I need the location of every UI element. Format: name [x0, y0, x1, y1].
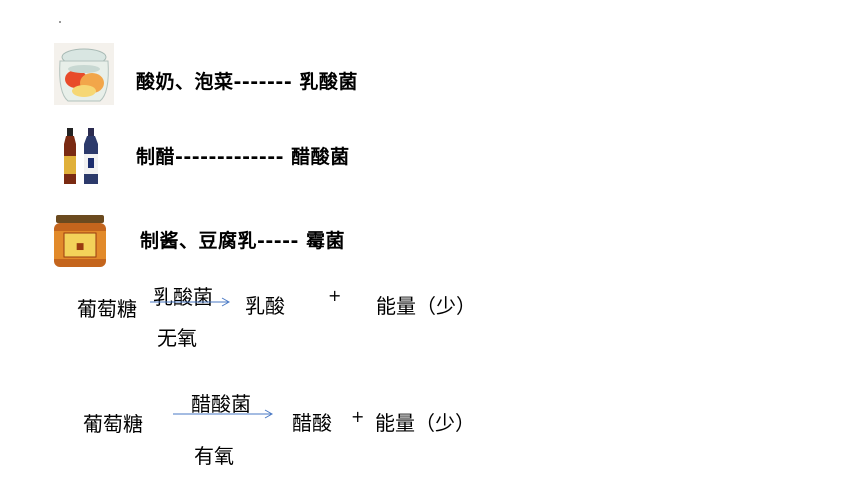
equation-2-condition: 有氧 [194, 444, 234, 468]
equation-2-catalyst: 醋酸菌 [191, 392, 251, 416]
row-vinegar-text: 制醋------------- 醋酸菌 [136, 146, 350, 168]
equation-1-plus: + [328, 286, 342, 305]
decorative-dot [59, 21, 61, 23]
equation-1-reactant: 葡萄糖 [77, 297, 137, 321]
row-sauce-text: 制酱、豆腐乳----- 霉菌 [140, 230, 346, 252]
equation-1-product: 乳酸 [245, 294, 285, 318]
equation-1-condition: 无氧 [157, 326, 197, 350]
equation-2-energy: 能量（少） [375, 411, 475, 435]
equation-1-catalyst: 乳酸菌 [153, 285, 213, 309]
sauce-jar-image: ■ [52, 213, 108, 269]
equation-2-arrow [173, 409, 274, 419]
row-yogurt-kimchi-text: 酸奶、泡菜------- 乳酸菌 [136, 71, 358, 93]
vinegar-bottles-image [58, 126, 106, 188]
equation-1-arrow [150, 297, 231, 307]
equation-2-reactant: 葡萄糖 [83, 412, 143, 436]
kimchi-jar-image [54, 43, 114, 105]
svg-text:■: ■ [76, 242, 85, 252]
equation-1-energy: 能量（少） [376, 294, 476, 318]
equation-2-plus: + [351, 407, 365, 426]
equation-2-product: 醋酸 [292, 411, 332, 435]
